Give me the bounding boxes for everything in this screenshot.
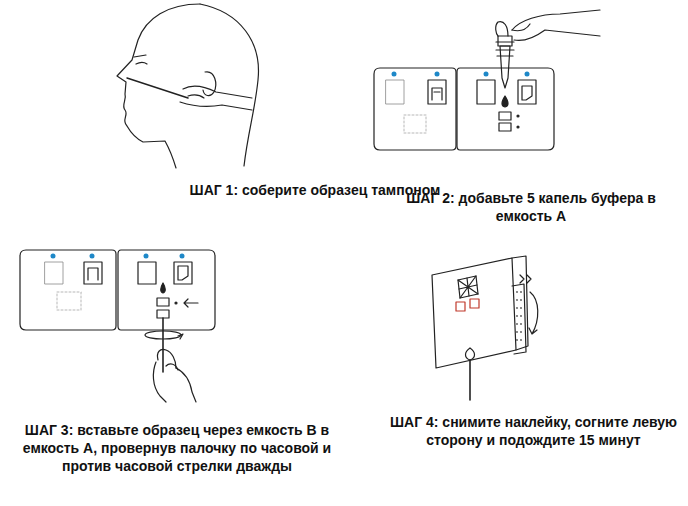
step-caption: ШАГ 2: добавьте 5 капель буфера в емкост… [380,189,682,225]
test-card-dropper [374,10,600,150]
folded-test-card [432,256,538,400]
face-swab-figure [117,4,258,168]
test-card-swab [20,250,215,402]
step-caption: ШАГ 4: снимите наклейку, согните левую с… [385,413,682,449]
step-caption: ШАГ 3: вставьте образец через емкость В … [4,421,350,475]
